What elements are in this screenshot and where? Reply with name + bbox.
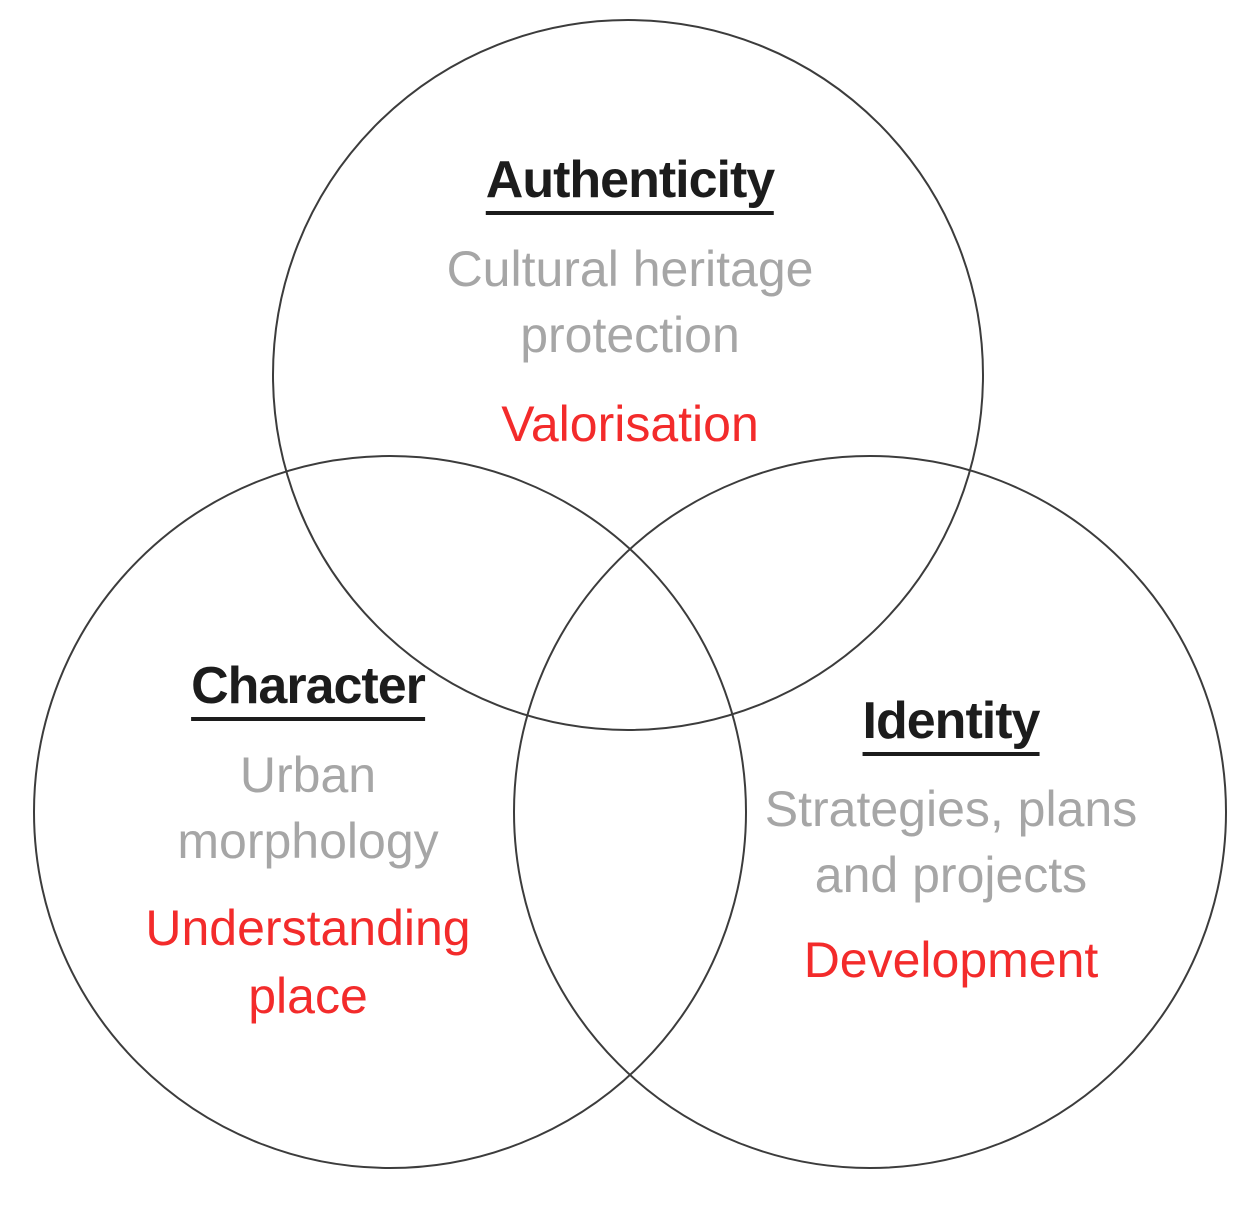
identity-subtitle-line-2: and projects	[814, 847, 1088, 903]
identity-keyword-line-1: Development	[803, 932, 1099, 988]
identity-heading-text: Identity	[862, 694, 1040, 756]
character-heading-text: Character	[191, 659, 426, 721]
character-subtitle-line-1: Urban	[239, 747, 377, 803]
authenticity-subtitle-line-2: protection	[520, 307, 740, 363]
authenticity-keyword: Valorisation	[501, 390, 759, 458]
character-keyword: Understanding place	[145, 894, 470, 1030]
circle-identity	[513, 455, 1227, 1169]
identity-subtitle-line-1: Strategies, plans	[764, 781, 1138, 837]
authenticity-subtitle-line-1: Cultural heritage	[446, 241, 814, 297]
identity-keyword: Development	[804, 926, 1099, 994]
character-keyword-line-2: place	[248, 968, 368, 1024]
character-heading: Character	[191, 656, 426, 721]
authenticity-subtitle: Cultural heritage protection	[447, 236, 814, 368]
authenticity-heading: Authenticity	[485, 150, 775, 215]
identity-subtitle: Strategies, plans and projects	[765, 776, 1137, 908]
identity-heading: Identity	[862, 691, 1040, 756]
authenticity-keyword-line-1: Valorisation	[501, 396, 759, 452]
character-keyword-line-1: Understanding	[145, 900, 471, 956]
character-subtitle: Urban morphology	[177, 742, 438, 874]
authenticity-heading-text: Authenticity	[485, 153, 775, 215]
character-subtitle-line-2: morphology	[177, 813, 439, 869]
